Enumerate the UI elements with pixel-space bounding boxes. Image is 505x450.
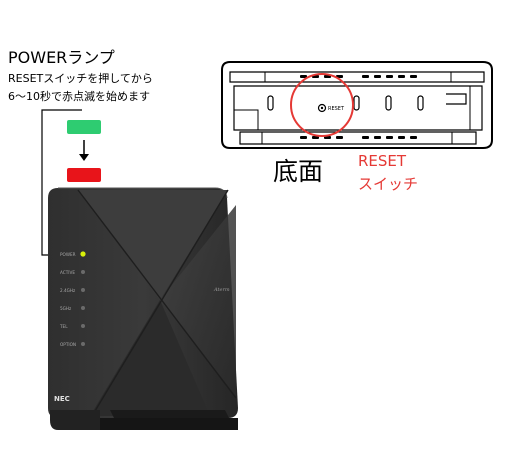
led-label-tel: TEL: [59, 324, 68, 329]
router-device: POWER ACTIVE 2.4GHz 5GHz TEL OPTION Ater…: [48, 187, 238, 430]
down-arrow-icon: [79, 140, 89, 161]
reset-small-label: RESET: [328, 106, 345, 112]
power-lamp-title: POWERランプ: [8, 48, 115, 67]
nec-logo: NEC: [54, 395, 70, 403]
reset-highlight-circle: [290, 73, 354, 137]
bottom-view-device: RESET: [221, 61, 493, 149]
green-status-indicator: [67, 120, 101, 134]
red-status-indicator: [67, 168, 101, 182]
power-lamp-desc-line2: 6～10秒で赤点滅を始めます: [8, 90, 150, 103]
led-label-5ghz: 5GHz: [60, 306, 72, 311]
bottom-view-label: 底面: [273, 157, 324, 186]
power-led-icon: [80, 251, 86, 257]
reset-switch-label-line1: RESET: [358, 152, 407, 170]
reset-button-icon: [317, 103, 327, 113]
led-column: [80, 251, 86, 346]
led-label-24ghz: 2.4GHz: [60, 288, 76, 293]
aterm-logo: Aterm: [213, 287, 230, 293]
led-label-active: ACTIVE: [60, 270, 75, 275]
power-lamp-desc-line1: RESETスイッチを押してから: [8, 72, 153, 85]
led-label-power: POWER: [60, 252, 76, 257]
reset-switch-label-line2: スイッチ: [358, 175, 419, 193]
led-label-option: OPTION: [60, 342, 76, 347]
